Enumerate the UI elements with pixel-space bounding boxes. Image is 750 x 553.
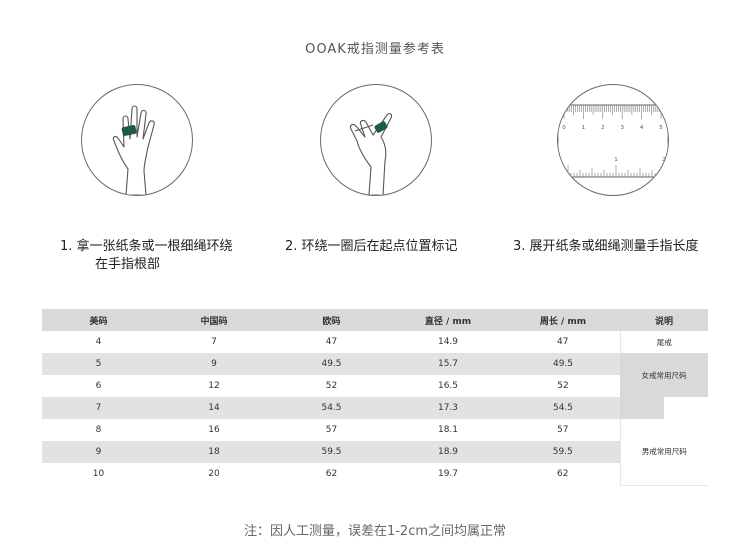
cell-cn: 14 [155, 397, 273, 419]
ruler-top-label: 5 [659, 125, 663, 131]
cell-circumference: 47 [557, 337, 569, 347]
step-1-line1: 1. 拿一张纸条或一根细绳环绕 [60, 239, 233, 254]
step-3-line1: 3. 展开纸条或细绳测量手指长度 [513, 239, 699, 254]
hand-mark-illustration [320, 84, 432, 196]
cell-diameter: 18.9 [390, 441, 506, 463]
note-tail-ring: 尾戒 [619, 331, 708, 353]
hand-ring-illustration [81, 84, 193, 196]
step-1: 1. 拿一张纸条或一根细绳环绕 在手指根部 [60, 238, 233, 274]
ruler-illustration: 0 1 2 3 4 5 1 2 [557, 84, 669, 196]
table-row: 4 7 47 14.9 47 尾戒 [42, 331, 708, 353]
cell-eu: 57 [325, 425, 338, 435]
hand-pinch-icon [349, 113, 393, 195]
cell-circumference: 52 [557, 381, 569, 391]
note-female-ring: 女戒常用尺码 [620, 353, 708, 419]
cell-circumference: 54.5 [506, 397, 620, 419]
cell-eu: 49.5 [273, 353, 390, 375]
ruler-top-label: 4 [640, 125, 644, 131]
table-row: 6 12 52 16.5 52 [42, 375, 708, 397]
header-eu-size: 欧码 [273, 309, 390, 331]
header-cn-size: 中国码 [155, 309, 273, 331]
cell-diameter: 16.5 [437, 381, 459, 391]
cell-diameter: 15.7 [390, 353, 506, 375]
cell-diameter: 18.1 [437, 425, 459, 435]
footer-note: 注：因人工测量，误差在1-2cm之间均属正常 [243, 524, 507, 539]
header-us-size: 美码 [42, 309, 155, 331]
cell-eu: 62 [325, 469, 338, 479]
ruler-top-label: 1 [582, 125, 586, 131]
cell-circumference: 62 [557, 469, 569, 479]
ruler-top-label: 0 [562, 125, 566, 131]
cell-us: 4 [95, 337, 102, 347]
size-table: 美码 中国码 欧码 直径 / mm 周长 / mm 说明 4 7 47 14.9… [42, 309, 708, 486]
cell-us: 6 [95, 381, 102, 391]
table-row: 9 18 59.5 18.9 59.5 [42, 441, 708, 463]
ruler-top-label: 2 [601, 125, 605, 131]
cell-cn: 12 [208, 381, 220, 391]
cell-circumference: 59.5 [506, 441, 620, 463]
ruler-bottom-label: 2 [662, 157, 666, 163]
table-row: 5 9 49.5 15.7 49.5 女戒常用尺码 [42, 353, 708, 419]
hand-icon [112, 105, 155, 195]
table-row: 7 14 54.5 17.3 54.5 [42, 397, 708, 419]
cell-eu: 59.5 [273, 441, 390, 463]
cell-cn: 7 [211, 337, 217, 347]
step-2: 2. 环绕一圈后在起点位置标记 [285, 238, 458, 256]
step-2-line1: 2. 环绕一圈后在起点位置标记 [285, 239, 458, 254]
cell-us: 8 [95, 425, 102, 435]
cell-diameter: 14.9 [437, 337, 459, 347]
cell-us: 10 [92, 469, 105, 479]
cell-us: 5 [42, 353, 155, 375]
cell-circumference: 57 [557, 425, 569, 435]
header-note: 说明 [620, 309, 708, 331]
cell-eu: 47 [325, 337, 338, 347]
table-header-row: 美码 中国码 欧码 直径 / mm 周长 / mm 说明 [42, 309, 708, 331]
ring-band-icon [121, 125, 137, 136]
cell-cn: 16 [208, 425, 220, 435]
cell-us: 7 [42, 397, 155, 419]
step-3: 3. 展开纸条或细绳测量手指长度 [513, 238, 699, 256]
ruler-icon: 0 1 2 3 4 5 1 2 [558, 104, 668, 178]
cell-eu: 52 [325, 381, 338, 391]
step-1-line2: 在手指根部 [95, 257, 161, 272]
cell-diameter: 17.3 [390, 397, 506, 419]
table-row: 8 16 57 18.1 57 男戒常用尺码 [42, 419, 708, 486]
cell-cn: 9 [155, 353, 273, 375]
ring-band-icon [374, 121, 388, 133]
cell-circumference: 49.5 [506, 353, 620, 375]
ruler-bottom-label: 1 [614, 157, 618, 163]
table-row: 10 20 62 19.7 62 [42, 463, 708, 485]
cell-us: 9 [42, 441, 155, 463]
page-title: OOAK戒指测量参考表 [305, 42, 445, 57]
cell-diameter: 19.7 [437, 469, 459, 479]
header-diameter: 直径 / mm [390, 309, 506, 331]
cell-cn: 20 [208, 469, 220, 479]
cell-eu: 54.5 [273, 397, 390, 419]
note-male-ring: 男戒常用尺码 [619, 419, 708, 486]
ruler-top-label: 3 [620, 125, 624, 131]
header-circumference: 周长 / mm [506, 309, 620, 331]
note-female-label: 女戒常用尺码 [641, 370, 687, 380]
cell-cn: 18 [155, 441, 273, 463]
